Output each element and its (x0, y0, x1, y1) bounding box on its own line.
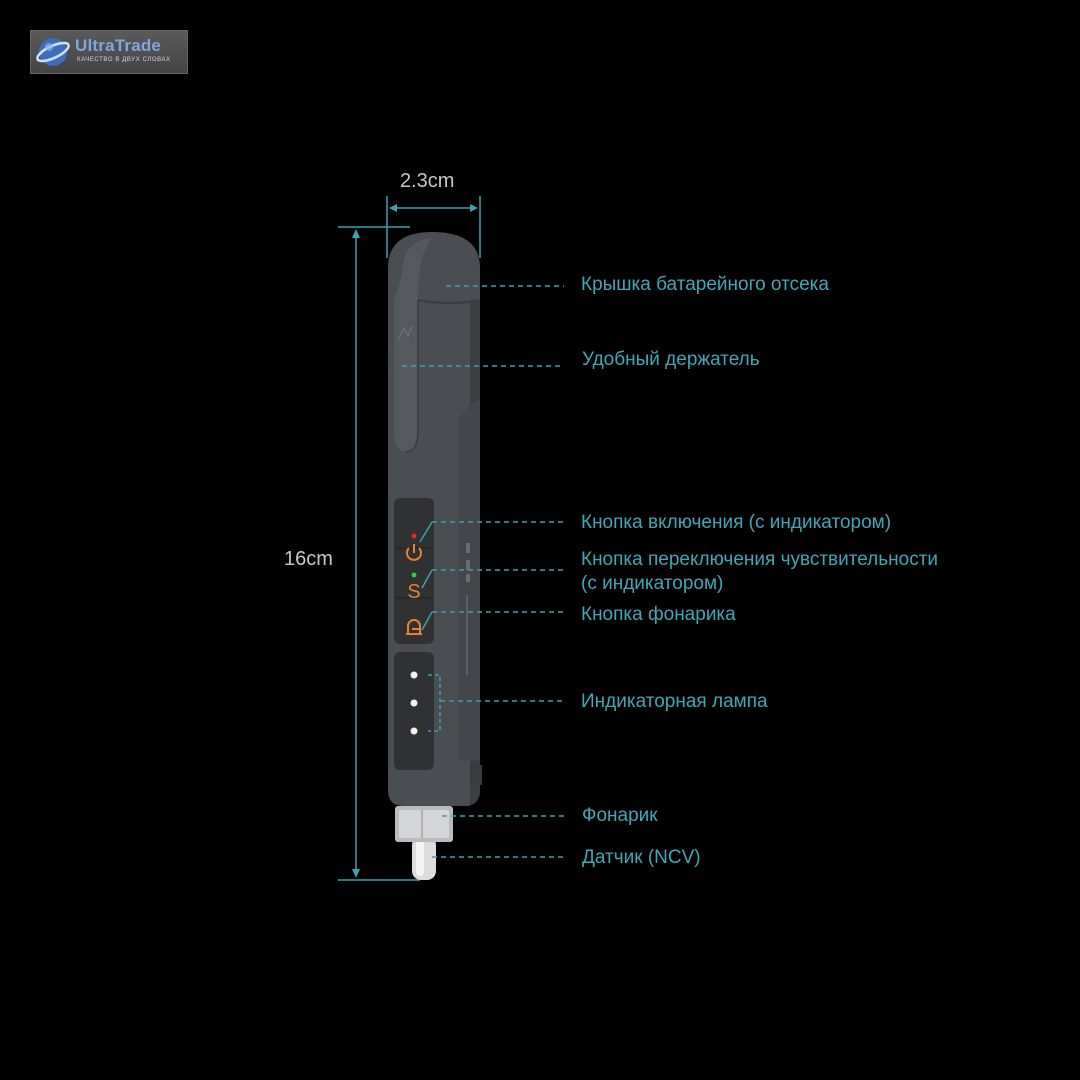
callout-flashlight-button: Кнопка фонарика (581, 604, 736, 625)
height-dimension-label: 16cm (284, 548, 333, 570)
callout-sensor: Датчик (NCV) (582, 847, 701, 868)
sensitivity-s-icon: S (407, 581, 420, 603)
callout-power-button: Кнопка включения (с индикатором) (581, 512, 892, 533)
logo-tagline: КАЧЕСТВО В ДВУХ СЛОВАХ (77, 57, 171, 63)
indicator-lamp-dot (410, 699, 418, 707)
callout-indicator-lamp: Индикаторная лампа (581, 691, 768, 712)
height-dimension-line (338, 226, 420, 881)
device-body (388, 232, 482, 880)
sensitivity-button[interactable]: S (407, 572, 421, 603)
globe-logo-icon (36, 38, 70, 66)
power-indicator-led (411, 533, 417, 539)
width-dimension-label: 2.3cm (400, 170, 455, 192)
width-dimension-line (386, 196, 481, 258)
power-icon (406, 544, 422, 561)
leader-lines (402, 285, 564, 858)
flashlight-button[interactable] (406, 619, 422, 635)
indicator-bracket (428, 674, 441, 732)
logo-name: UltraTrade (75, 36, 162, 55)
power-button[interactable] (406, 533, 422, 561)
callout-sensitivity-button-line1: Кнопка переключения чувствительности (581, 549, 939, 570)
callout-battery-cover: Крышка батарейного отсека (581, 274, 829, 295)
indicator-lamp-dot (410, 727, 418, 735)
callout-flashlight: Фонарик (582, 805, 658, 826)
callout-sensitivity-button-line2: (с индикатором) (581, 573, 724, 594)
button-leader-connectors (419, 521, 433, 631)
indicator-lamp-dot (410, 671, 418, 679)
sensitivity-indicator-led (411, 572, 417, 578)
callout-holder: Удобный держатель (582, 349, 760, 370)
flashlight-icon (406, 619, 422, 635)
ultratrade-logo: UltraTrade КАЧЕСТВО В ДВУХ СЛОВАХ (30, 30, 188, 74)
indicator-lamps (410, 671, 418, 735)
